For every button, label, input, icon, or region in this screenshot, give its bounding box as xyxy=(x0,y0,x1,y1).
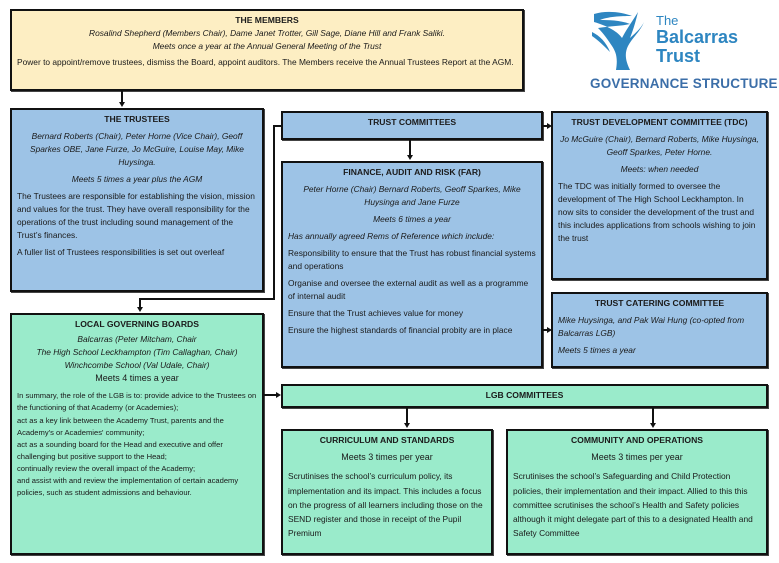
members-meets: Meets once a year at the Annual General … xyxy=(152,41,382,52)
curriculum-title: CURRICULUM AND STANDARDS xyxy=(319,435,455,445)
members-box: THE MEMBERS Rosalind Shepherd (Members C… xyxy=(10,9,524,91)
logo-line-trust: Trust xyxy=(656,45,701,66)
logo-wordmark: The Balcarras Trust xyxy=(656,14,738,65)
connector-tc-left-v xyxy=(273,125,275,300)
members-title: THE MEMBERS xyxy=(235,15,299,25)
trustees-meets: Meets 5 times a year plus the AGM xyxy=(71,174,203,185)
curriculum-meets: Meets 3 times per year xyxy=(341,452,433,463)
community-meets: Meets 3 times per year xyxy=(591,452,683,463)
tdc-people: Jo McGuire (Chair), Bernard Roberts, Mik… xyxy=(560,134,759,158)
catering-meets: Meets 5 times a year xyxy=(558,345,636,356)
logo-line-the: The xyxy=(656,13,679,28)
lgb-role: act as a key link between the Academy Tr… xyxy=(17,415,224,437)
connector-tc-far xyxy=(409,140,411,155)
connector-tc-tdc xyxy=(543,125,548,127)
far-box: FINANCE, AUDIT AND RISK (FAR) Peter Horn… xyxy=(281,161,543,368)
trust-committees-box: TRUST COMMITTEES xyxy=(281,111,543,140)
far-item: Responsibility to ensure that the Trust … xyxy=(288,248,536,272)
trustees-title: THE TRUSTEES xyxy=(104,114,170,124)
trustees-box: THE TRUSTEES Bernard Roberts (Chair), Pe… xyxy=(10,108,264,292)
catering-title: TRUST CATERING COMMITTEE xyxy=(594,298,725,308)
connector-tc-lgb-h xyxy=(139,298,275,300)
catering-people: Mike Huysinga, and Pak Wai Hung (co-opte… xyxy=(558,315,745,339)
connector-to-curriculum xyxy=(406,408,408,423)
connector-members-trustees xyxy=(121,91,123,103)
connector-tc-lgb-v xyxy=(139,298,141,308)
lgb-committees-title: LGB COMMITTEES xyxy=(485,390,564,400)
curriculum-box: CURRICULUM AND STANDARDS Meets 3 times p… xyxy=(281,429,493,555)
far-meets: Meets 6 times a year xyxy=(373,214,451,225)
far-intro: Has annually agreed Rems of Reference wh… xyxy=(288,231,495,242)
members-people: Rosalind Shepherd (Members Chair), Dame … xyxy=(89,28,445,39)
far-title: FINANCE, AUDIT AND RISK (FAR) xyxy=(343,167,481,177)
community-description: Scrutinises the school’s Safeguarding an… xyxy=(513,471,753,539)
connector-to-community xyxy=(652,408,654,423)
arrow-to-curriculum xyxy=(404,423,410,428)
tdc-title: TRUST DEVELOPMENT COMMITTEE (TDC) xyxy=(571,117,748,127)
arrow-to-community xyxy=(650,423,656,428)
tdc-meets: Meets: when needed xyxy=(620,164,699,175)
trustees-note: A fuller list of Trustees responsibiliti… xyxy=(17,247,225,258)
tdc-box: TRUST DEVELOPMENT COMMITTEE (TDC) Jo McG… xyxy=(551,111,768,280)
lgb-role: and assist with and review the implement… xyxy=(17,476,239,498)
arrow-to-trustees xyxy=(119,102,125,107)
trustees-people: Bernard Roberts (Chair), Peter Horne (Vi… xyxy=(30,131,244,168)
arrow-to-tdc xyxy=(547,123,552,129)
lgb-role: continually review the overall impact of… xyxy=(17,464,196,474)
lgb-committees-box: LGB COMMITTEES xyxy=(281,384,768,408)
trust-committees-title: TRUST COMMITTEES xyxy=(367,117,457,127)
trustees-description: The Trustees are responsible for establi… xyxy=(17,191,255,241)
tree-icon xyxy=(592,11,644,70)
balcarras-trust-logo: The Balcarras Trust GOVERNANCE STRUCTURE xyxy=(586,8,778,98)
far-item: Ensure that the Trust achieves value for… xyxy=(288,308,464,319)
connector-tc-left-h xyxy=(273,125,282,127)
catering-box: TRUST CATERING COMMITTEE Mike Huysinga, … xyxy=(551,292,768,368)
far-item: Organise and oversee the external audit … xyxy=(288,278,529,302)
arrow-to-far xyxy=(407,155,413,160)
connector-far-catering xyxy=(543,329,548,331)
curriculum-description: Scrutinises the school’s curriculum poli… xyxy=(288,471,483,539)
lgb-board: Balcarras (Peter Mitcham, Chair xyxy=(77,334,197,345)
lgb-box: LOCAL GOVERNING BOARDS Balcarras (Peter … xyxy=(10,313,264,555)
lgb-title: LOCAL GOVERNING BOARDS xyxy=(75,319,199,329)
governance-structure-heading: GOVERNANCE STRUCTURE xyxy=(590,76,778,91)
connector-lgb-committees xyxy=(264,394,278,396)
arrow-to-catering xyxy=(547,327,552,333)
lgb-board: The High School Leckhampton (Tim Callagh… xyxy=(36,347,238,358)
logo-line-balcarras: Balcarras xyxy=(656,26,739,47)
arrow-to-lgb-committees xyxy=(276,392,281,398)
community-box: COMMUNITY AND OPERATIONS Meets 3 times p… xyxy=(506,429,768,555)
community-title: COMMUNITY AND OPERATIONS xyxy=(570,435,704,445)
far-people: Peter Horne (Chair) Bernard Roberts, Geo… xyxy=(303,184,521,208)
tdc-description: The TDC was initially formed to oversee … xyxy=(558,181,756,244)
lgb-meets: Meets 4 times a year xyxy=(95,373,179,384)
lgb-role: act as a sounding board for the Head and… xyxy=(17,439,223,461)
arrow-to-lgb xyxy=(137,307,143,312)
members-description: Power to appoint/remove trustees, dismis… xyxy=(17,57,514,68)
lgb-board: Winchcombe School (Val Udale, Chair) xyxy=(64,360,210,371)
lgb-role: In summary, the role of the LGB is to: p… xyxy=(17,391,257,413)
far-item: Ensure the highest standards of financia… xyxy=(288,325,513,336)
